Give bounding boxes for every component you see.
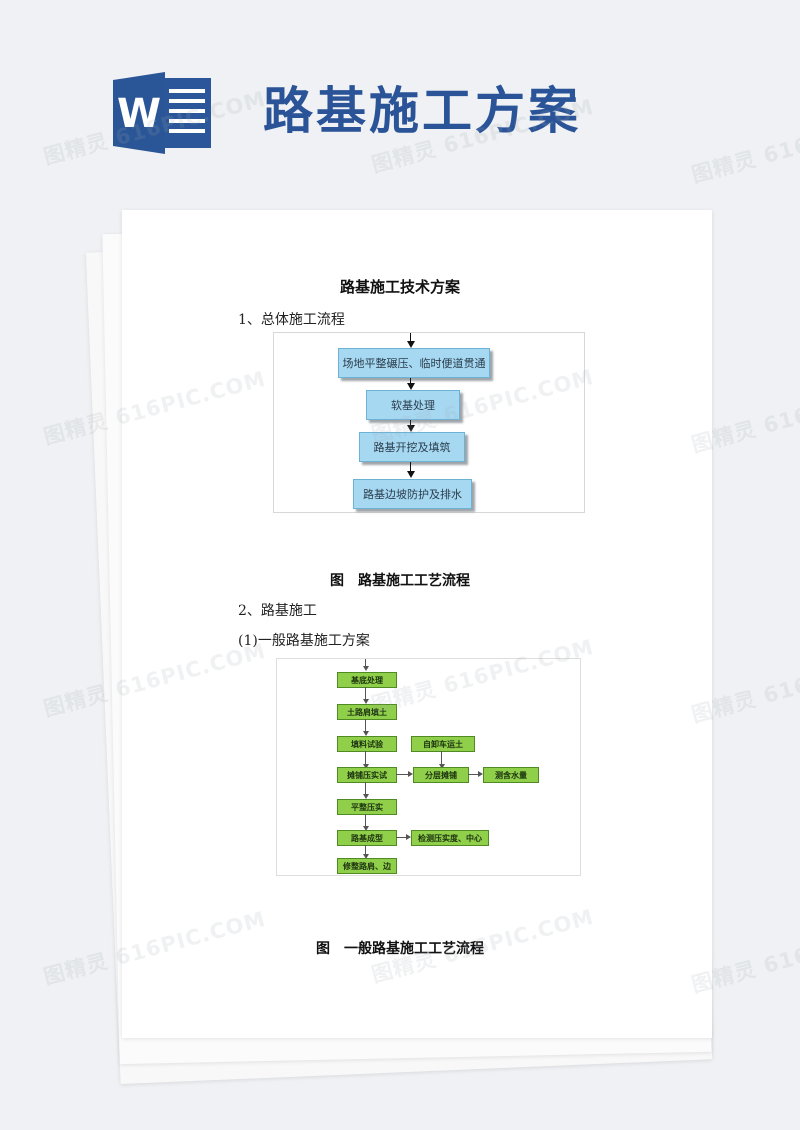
flow-line	[396, 774, 410, 775]
flow-step-2: 软基处理	[366, 390, 460, 420]
arrow-head	[408, 771, 413, 777]
arrow-head	[363, 731, 369, 736]
main-step-7: 修整路肩、边	[337, 858, 397, 874]
arrow-head	[407, 341, 415, 348]
figure-caption-2: 图 一般路基施工工艺流程	[316, 941, 484, 957]
flow-arrow	[410, 462, 411, 471]
arrow-head	[363, 794, 369, 799]
section-1-heading: 1、总体施工流程	[238, 312, 345, 328]
flow-line	[365, 782, 366, 796]
flow-line	[396, 837, 408, 838]
arrow-head	[478, 771, 483, 777]
side-step-truck-soil: 自卸车运土	[411, 736, 475, 752]
flow-line	[365, 845, 366, 856]
arrow-head	[407, 425, 415, 432]
watermark: 图精灵 616PIC.COM	[689, 104, 800, 188]
subsection-heading: (1)一般路基施工方案	[238, 633, 370, 649]
flow-step-3: 路基开挖及填筑	[359, 432, 465, 462]
flow-line	[441, 751, 442, 766]
side-step-layer-spread: 分层摊铺	[413, 767, 469, 783]
flowchart-subgrade-process: 基底处理 土路肩填土 填料试验 自卸车运土 摊铺压实试 分层摊铺 测含水量 平整…	[276, 658, 581, 876]
arrow-head	[363, 699, 369, 704]
side-step-moisture: 测含水量	[483, 767, 539, 783]
flow-arrow	[410, 333, 411, 341]
flow-step-1: 场地平整碾压、临时便道贯通	[338, 348, 490, 378]
arrow-head	[363, 826, 369, 831]
main-step-2: 土路肩填土	[337, 704, 397, 720]
flow-line	[365, 719, 366, 733]
flow-arrow	[410, 420, 411, 425]
document-heading: 路基施工技术方案	[339, 278, 460, 296]
main-step-4: 摊铺压实试	[337, 767, 397, 783]
flow-line	[365, 751, 366, 766]
main-step-6: 路基成型	[337, 830, 397, 846]
arrow-head	[407, 383, 415, 390]
flow-line	[365, 687, 366, 701]
flow-line	[365, 659, 366, 667]
flow-arrow	[410, 378, 411, 383]
svg-text:W: W	[117, 91, 161, 137]
flow-line	[468, 774, 480, 775]
arrow-head	[439, 764, 445, 769]
flow-step-4: 路基边坡防护及排水	[353, 479, 472, 509]
main-step-1: 基底处理	[337, 672, 397, 688]
section-2-heading: 2、路基施工	[238, 603, 317, 619]
arrow-head	[407, 471, 415, 478]
figure-caption-1: 图 路基施工工艺流程	[330, 573, 470, 589]
main-step-5: 平整压实	[337, 799, 397, 815]
page-title: 路基施工方案	[263, 81, 581, 140]
side-step-compaction-check: 检测压实度、中心	[411, 830, 489, 846]
word-icon: W	[113, 72, 211, 154]
arrow-head	[406, 834, 411, 840]
arrow-head	[363, 854, 369, 859]
flow-line	[365, 814, 366, 828]
main-step-3: 填料试验	[337, 736, 397, 752]
arrow-head	[363, 764, 369, 769]
flowchart-general-process: 场地平整碾压、临时便道贯通 软基处理 路基开挖及填筑 路基边坡防护及排水	[273, 332, 585, 513]
arrow-head	[363, 666, 369, 671]
